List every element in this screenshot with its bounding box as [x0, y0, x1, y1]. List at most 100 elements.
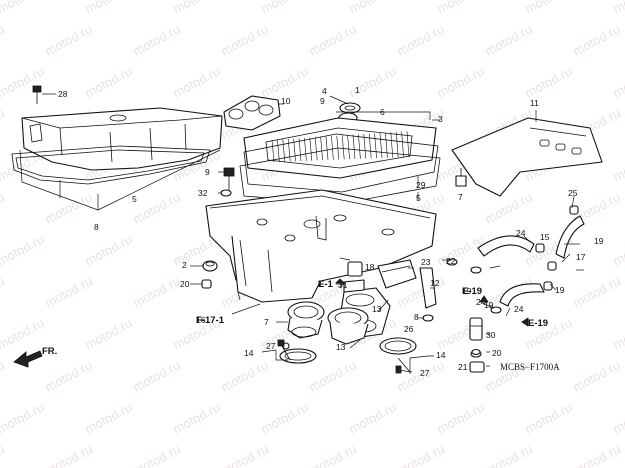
- callout-19: 19: [594, 236, 604, 246]
- funnel-13-right: [327, 307, 369, 345]
- filter-mesh-line: [358, 134, 361, 159]
- callout-9: 9: [205, 167, 210, 177]
- filter-mesh-line: [347, 135, 350, 160]
- watermark-text: motod.ru: [218, 21, 270, 58]
- watermark-text: motod.ru: [170, 63, 222, 100]
- filter-mesh-line: [298, 138, 302, 162]
- band-14-right: [379, 337, 417, 373]
- ref-e1-arrow-icon: [335, 278, 345, 288]
- filter-mesh-line: [320, 136, 323, 161]
- callout-30: 30: [486, 330, 496, 340]
- callout-7: 7: [264, 317, 269, 327]
- watermark-text: motod.ru: [0, 273, 7, 310]
- callout-24: 24: [514, 304, 524, 314]
- watermark-text: motod.ru: [570, 273, 622, 310]
- watermark-text: motod.ru: [218, 441, 270, 468]
- bolt-27-right: [395, 365, 413, 374]
- watermark-text: motod.ru: [346, 63, 398, 100]
- ref-e19-lower: E-19: [528, 318, 548, 329]
- callout-25: 25: [568, 188, 578, 198]
- callout-17: 17: [576, 252, 586, 262]
- bolt-32: [220, 167, 235, 197]
- callout-20: 20: [180, 279, 190, 289]
- filter-mesh-line: [325, 136, 329, 161]
- filter-mesh-line: [379, 132, 383, 159]
- watermark-text: motod.ru: [0, 399, 47, 436]
- watermark-text: motod.ru: [434, 399, 486, 436]
- watermark-text: motod.ru: [0, 231, 47, 268]
- watermark-text: motod.ru: [42, 21, 94, 58]
- cover-plate: [451, 117, 603, 197]
- filter-mesh-line: [374, 133, 377, 159]
- ref-e19-lower-arrow-icon: [521, 317, 529, 327]
- watermark-text: motod.ru: [258, 0, 310, 17]
- callout-15: 15: [540, 232, 550, 242]
- hose-17: [555, 215, 585, 259]
- watermark-text: motod.ru: [0, 441, 7, 468]
- callout-32: 32: [198, 188, 208, 198]
- watermark-text: motod.ru: [482, 21, 534, 58]
- watermark-text: motod.ru: [218, 357, 270, 394]
- leader-lines: [19, 93, 584, 374]
- callout-20: 20: [492, 348, 502, 358]
- watermark-text: motod.ru: [610, 0, 625, 17]
- band-14-left: [279, 342, 317, 364]
- callout-24: 24: [516, 228, 526, 238]
- watermark-text: motod.ru: [82, 399, 134, 436]
- callout-6: 6: [380, 107, 385, 117]
- filter-mesh-line: [277, 139, 280, 162]
- callout-16: 16: [196, 315, 206, 325]
- callout-14: 14: [436, 350, 446, 360]
- callout-8: 8: [414, 312, 419, 322]
- watermark-text: motod.ru: [82, 231, 134, 268]
- watermark-text: motod.ru: [42, 189, 94, 226]
- watermark-text: motod.ru: [130, 441, 182, 468]
- watermark-text: motod.ru: [346, 399, 398, 436]
- callout-11: 11: [530, 98, 539, 108]
- hose-16: [499, 283, 545, 307]
- callout-19: 19: [484, 300, 494, 310]
- ref-e19-upper: E-19: [462, 286, 482, 297]
- watermark-text: motod.ru: [170, 399, 222, 436]
- callout-3: 3: [438, 114, 443, 124]
- watermark-text: motod.ru: [0, 63, 47, 100]
- fitting-31: [343, 261, 365, 293]
- drain-tube-8: [419, 267, 437, 309]
- watermark-text: motod.ru: [82, 0, 134, 17]
- watermark-text: motod.ru: [82, 315, 134, 352]
- watermark-text: motod.ru: [42, 357, 94, 394]
- filter-mesh-line: [271, 139, 275, 163]
- watermark-text: motod.ru: [170, 0, 222, 17]
- watermark-text: motod.ru: [482, 189, 534, 226]
- watermark-text: motod.ru: [394, 441, 446, 468]
- watermark-text: motod.ru: [522, 399, 574, 436]
- filter-mesh-line: [395, 131, 399, 158]
- watermark-text: motod.ru: [0, 357, 7, 394]
- callout-1: 1: [355, 85, 360, 95]
- filter-mesh-line: [352, 134, 356, 160]
- connecting-tube: [223, 95, 281, 131]
- watermark-text: motod.ru: [570, 357, 622, 394]
- watermark-text: motod.ru: [0, 189, 7, 226]
- screw-28: [32, 85, 42, 104]
- callout-7: 7: [458, 192, 463, 202]
- callout-26: 26: [404, 324, 414, 334]
- watermark-text: motod.ru: [42, 441, 94, 468]
- watermark-text: motod.ru: [0, 21, 7, 58]
- filter-mesh-line: [401, 131, 404, 158]
- callout-28: 28: [58, 89, 68, 99]
- grommet-22: [202, 260, 218, 272]
- air-cleaner-cover: [21, 107, 223, 171]
- watermark-text: motod.ru: [522, 63, 574, 100]
- filter-mesh-line: [287, 138, 291, 162]
- watermark-text: motod.ru: [522, 0, 574, 17]
- filter-mesh-line: [406, 131, 410, 158]
- callout-27: 27: [266, 341, 276, 351]
- watermark-text: motod.ru: [306, 357, 358, 394]
- filter-gaskets: [239, 133, 441, 205]
- filter-mesh-line: [331, 136, 334, 160]
- callout-18: 18: [365, 262, 375, 272]
- filter-mesh-line: [304, 137, 307, 161]
- cover-gasket: [11, 145, 211, 185]
